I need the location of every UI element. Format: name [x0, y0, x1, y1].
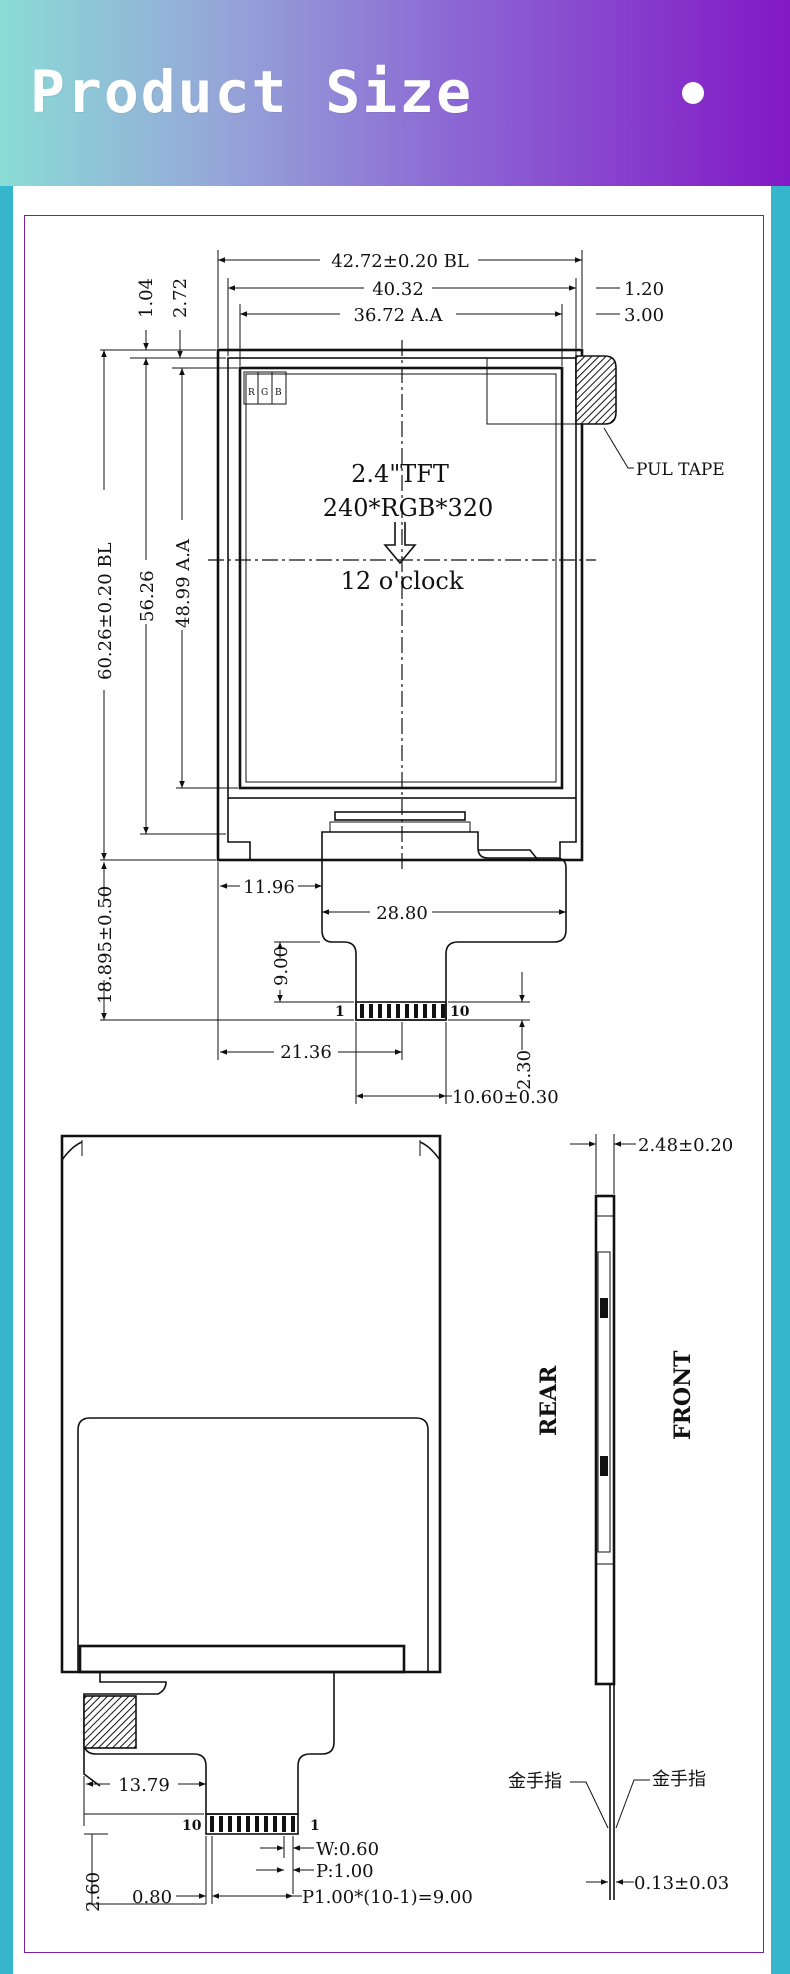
side-view: 2.48±0.20 REAR FRONT 金手指 金手指 0.13±0.03 — [508, 1134, 733, 1900]
dim-fpc-neck: 9.00 — [271, 946, 292, 986]
left-ledge — [227, 798, 251, 860]
rear-view: 10 1 13.79 W:0.60 P:1.00 P1.00*(10-1)=9.… — [60, 1134, 473, 1912]
active-area-inner — [245, 373, 557, 783]
pul-tape-label: PUL TAPE — [636, 460, 725, 480]
rgb-box — [243, 371, 287, 405]
side-body — [594, 1194, 616, 1686]
connector-pins — [355, 1001, 447, 1021]
side-inner — [597, 1251, 611, 1553]
rgb-label-b: B — [275, 388, 282, 398]
dim-inner-height: 56.26 — [137, 570, 158, 622]
right-ledge — [559, 798, 577, 860]
bullet-dot-icon — [682, 82, 704, 104]
dim-fpc-length: 18.895±0.50 — [95, 886, 116, 1004]
dim-fpc-thickness: 0.13±0.03 — [634, 1873, 729, 1894]
dim-height-offset: 2.60 — [83, 1872, 104, 1912]
dim-pin-total: P1.00*(10-1)=9.00 — [302, 1887, 473, 1908]
rear-label: REAR — [536, 1365, 562, 1436]
dim-active-height: 48.99 A.A — [173, 538, 194, 628]
module-outline — [216, 348, 584, 862]
pin-last-label: 10 — [450, 1004, 470, 1020]
rear-tape — [83, 1695, 137, 1749]
rgb-label-r: R — [248, 388, 255, 398]
screen-size-text: 2.4"TFT — [351, 460, 449, 488]
rear-pin-last: 1 — [310, 1818, 320, 1834]
dim-inner-width: 40.32 — [372, 279, 424, 300]
gold-finger-left: 金手指 — [508, 1771, 562, 1792]
dim-top-offset-2: 2.72 — [170, 278, 191, 318]
dim-left-offset: 11.96 — [243, 877, 295, 898]
dim-thickness: 2.48±0.20 — [638, 1135, 733, 1156]
rear-outline — [60, 1134, 442, 1674]
ic-strip — [334, 811, 466, 821]
glass-outline — [227, 357, 577, 799]
direction-arrow-icon — [383, 522, 417, 565]
rgb-label-g: G — [261, 388, 268, 398]
dim-rear-fpc-offset: 13.79 — [118, 1775, 170, 1796]
dim-right-offset-2: 3.00 — [624, 305, 664, 326]
dim-pin-width: W:0.60 — [316, 1839, 379, 1860]
rear-pin-first: 10 — [182, 1818, 202, 1834]
drawing-frame — [24, 215, 764, 1953]
fpc-outline — [321, 831, 567, 1021]
backlight-frame — [77, 1417, 429, 1672]
dim-active-width: 36.72 A.A — [354, 305, 444, 326]
bottom-strip — [78, 1644, 406, 1674]
ic-strip-2 — [329, 821, 471, 833]
pin-first-label: 1 — [335, 1004, 345, 1020]
resolution-text: 240*RGB*320 — [323, 494, 494, 522]
dim-connector-width: 10.60±0.30 — [452, 1087, 559, 1108]
dim-right-offset-1: 1.20 — [624, 279, 664, 300]
front-label: FRONT — [670, 1350, 696, 1440]
dim-overall-height: 60.26±0.20 BL — [95, 542, 116, 680]
viewing-direction-text: 12 o'clock — [341, 567, 464, 595]
side-mark-upper — [600, 1298, 608, 1318]
top-view: R G B PUL TAPE 2.4"TFT 240*RGB*320 12 o'… — [95, 250, 725, 1108]
dim-edge-offset: 0.80 — [132, 1887, 172, 1908]
dim-top-offset-1: 1.04 — [136, 278, 157, 318]
pul-tape-tab — [575, 355, 617, 425]
gold-finger-right: 金手指 — [652, 1769, 706, 1790]
dim-pin-center: 21.36 — [280, 1042, 332, 1063]
active-area-outline — [238, 366, 564, 790]
dim-fpc-width: 28.80 — [376, 903, 428, 924]
header-banner: Product Size — [0, 0, 790, 186]
page-title: Product Size — [30, 58, 474, 126]
dim-connector-height: 2.30 — [514, 1050, 535, 1090]
rear-connector-pins — [205, 1813, 299, 1835]
side-mark-lower — [600, 1456, 608, 1476]
dim-pin-pitch: P:1.00 — [316, 1861, 374, 1882]
dim-overall-width: 42.72±0.20 BL — [331, 251, 469, 272]
